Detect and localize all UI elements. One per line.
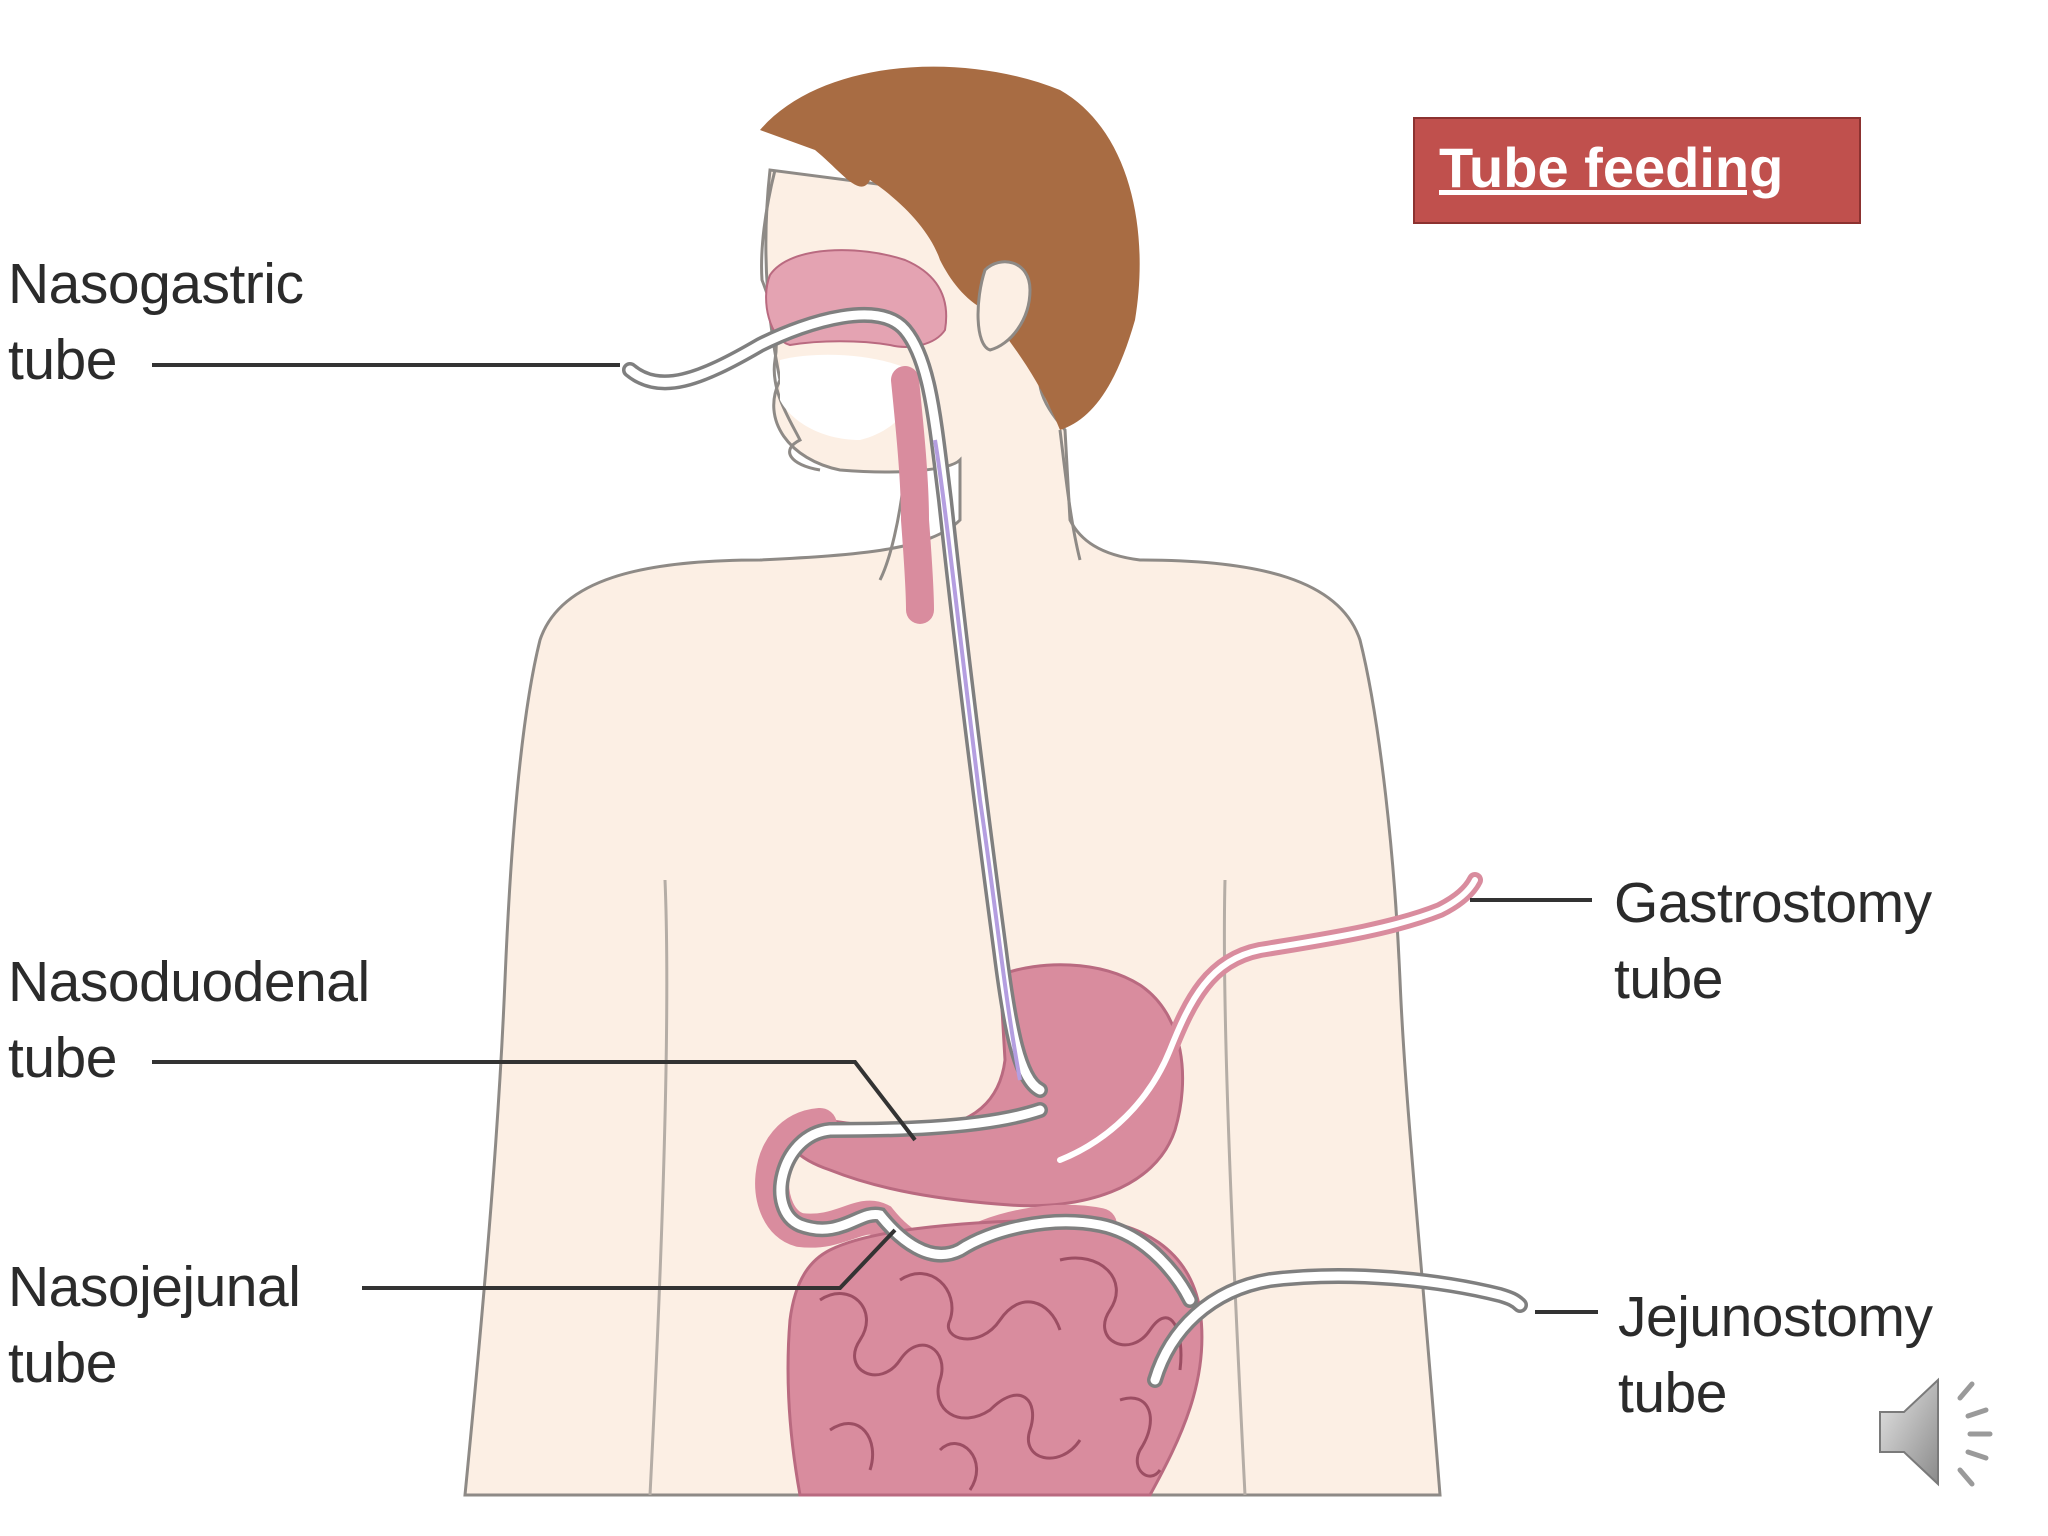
speaker-icon[interactable] [1876, 1370, 2020, 1494]
label-nasojejunal: Nasojejunal tube [8, 1249, 300, 1401]
label-nasoduodenal-line1: Nasoduodenal [8, 944, 370, 1020]
label-nasojejunal-line1: Nasojejunal [8, 1249, 300, 1325]
label-nasogastric-line1: Nasogastric [8, 246, 303, 322]
label-gastrostomy-line1: Gastrostomy [1614, 865, 1932, 941]
slide-title: Tube feeding [1439, 135, 1783, 201]
label-nasogastric: Nasogastric tube [8, 246, 303, 398]
label-nasoduodenal-line2: tube [8, 1020, 370, 1096]
label-jejunostomy-line1: Jejunostomy [1618, 1279, 1933, 1355]
title-box: Tube feeding [1413, 117, 1861, 224]
esophagus [905, 380, 920, 610]
label-nasojejunal-line2: tube [8, 1325, 300, 1401]
label-gastrostomy: Gastrostomy tube [1614, 865, 1932, 1017]
label-nasoduodenal: Nasoduodenal tube [8, 944, 370, 1096]
label-nasogastric-line2: tube [8, 322, 303, 398]
label-gastrostomy-line2: tube [1614, 941, 1932, 1017]
